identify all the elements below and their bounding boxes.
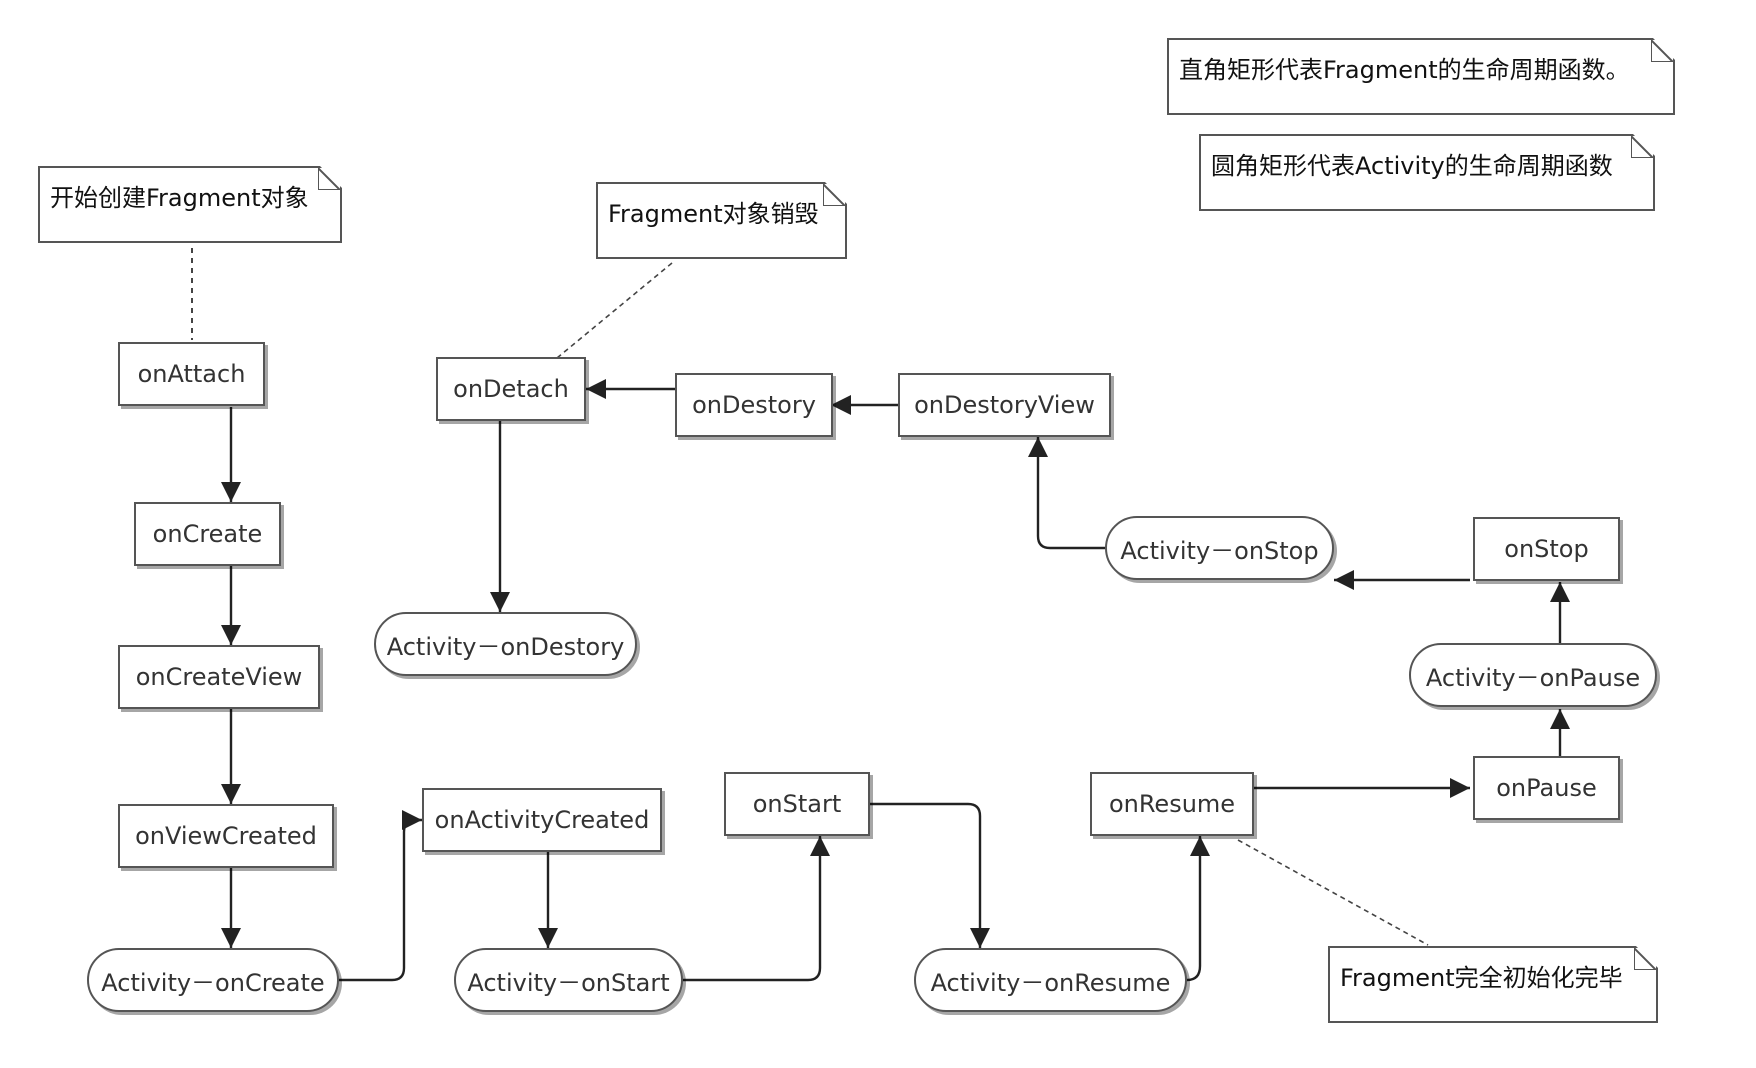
node-on-destory: onDestory xyxy=(675,373,833,437)
legend-note-round: 圆角矩形代表Activity的生命周期函数 xyxy=(1199,134,1655,211)
node-on-start: onStart xyxy=(724,772,870,836)
note-destroyed: Fragment对象销毁 xyxy=(596,182,847,259)
edge-actstop-destoryview xyxy=(1028,437,1105,550)
note-fully-init-text: Fragment完全初始化完毕 xyxy=(1340,964,1623,992)
note-fold-icon xyxy=(1634,948,1656,970)
node-activity-on-start: Activity－onStart xyxy=(454,948,683,1012)
node-on-stop: onStop xyxy=(1473,517,1620,581)
note-fold-icon xyxy=(1651,40,1673,62)
edge-onstart-actresume xyxy=(869,802,990,948)
node-activity-on-create: Activity－onCreate xyxy=(87,948,339,1012)
note-fold-icon xyxy=(823,184,845,206)
node-activity-on-destory: Activity－onDestory xyxy=(374,612,637,676)
node-on-detach: onDetach xyxy=(436,357,586,421)
node-activity-on-resume: Activity－onResume xyxy=(914,948,1187,1012)
node-on-attach: onAttach xyxy=(118,342,265,406)
note-start-create: 开始创建Fragment对象 xyxy=(38,166,342,243)
note-connector-destroyed xyxy=(556,262,673,359)
edge-actstart-onstart xyxy=(683,836,830,982)
node-on-destory-view: onDestoryView xyxy=(898,373,1111,437)
note-fold-icon xyxy=(318,168,340,190)
legend-rect-text: 直角矩形代表Fragment的生命周期函数。 xyxy=(1179,56,1630,84)
note-connector-init xyxy=(1237,839,1429,946)
edge-actresume-onresume xyxy=(1186,836,1210,982)
legend-round-text: 圆角矩形代表Activity的生命周期函数 xyxy=(1211,152,1613,180)
node-activity-on-pause: Activity－onPause xyxy=(1409,643,1657,707)
node-on-activity-created: onActivityCreated xyxy=(422,788,662,852)
node-on-create: onCreate xyxy=(134,502,281,566)
edge-actcreate-activitycreated xyxy=(339,810,422,982)
note-fully-init: Fragment完全初始化完毕 xyxy=(1328,946,1658,1023)
node-on-resume: onResume xyxy=(1090,772,1254,836)
legend-note-rect: 直角矩形代表Fragment的生命周期函数。 xyxy=(1167,38,1675,115)
node-on-pause: onPause xyxy=(1473,756,1620,820)
note-start-create-text: 开始创建Fragment对象 xyxy=(50,184,309,212)
note-destroyed-text: Fragment对象销毁 xyxy=(608,200,819,228)
note-fold-icon xyxy=(1631,136,1653,158)
node-on-create-view: onCreateView xyxy=(118,645,320,709)
node-on-view-created: onViewCreated xyxy=(118,804,334,868)
node-activity-on-stop: Activity－onStop xyxy=(1105,516,1334,580)
